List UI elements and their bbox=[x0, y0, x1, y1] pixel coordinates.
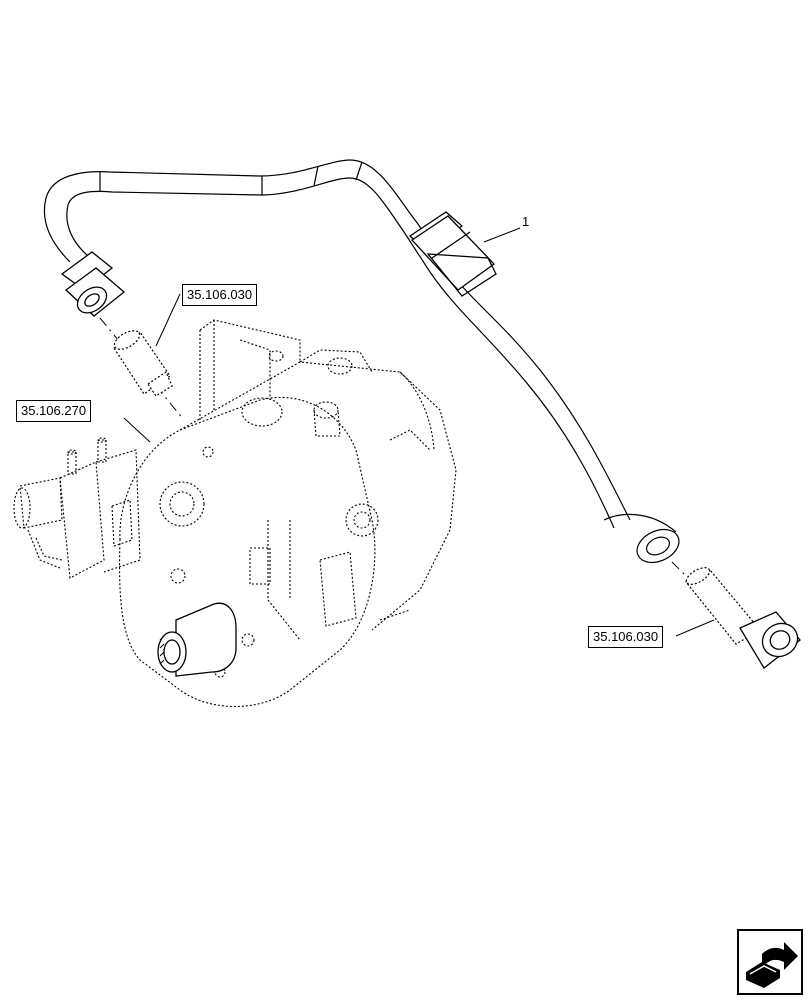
pump-drive-shaft[interactable] bbox=[157, 602, 237, 677]
pump-control-valve[interactable] bbox=[13, 437, 141, 579]
hydraulic-pump[interactable] bbox=[118, 319, 457, 708]
left-adapter-fitting[interactable] bbox=[111, 327, 173, 397]
pipe-sleeve[interactable] bbox=[408, 211, 497, 297]
callout-left-fitting-ref[interactable]: 35.106.030 bbox=[182, 284, 258, 306]
callout-right-fitting-ref[interactable]: 35.106.030 bbox=[588, 626, 664, 648]
callout-pump-ref[interactable]: 35.106.270 bbox=[16, 400, 92, 422]
next-page-arrow-icon[interactable] bbox=[736, 928, 804, 996]
pipe-end-nut-left[interactable] bbox=[60, 251, 126, 318]
assembly-centerlines bbox=[99, 317, 701, 591]
item-number-pipe[interactable]: 1 bbox=[522, 214, 530, 229]
leader-lines bbox=[123, 227, 715, 637]
hydraulic-pipe[interactable] bbox=[43, 159, 684, 569]
right-fitting-nut[interactable] bbox=[739, 611, 804, 669]
